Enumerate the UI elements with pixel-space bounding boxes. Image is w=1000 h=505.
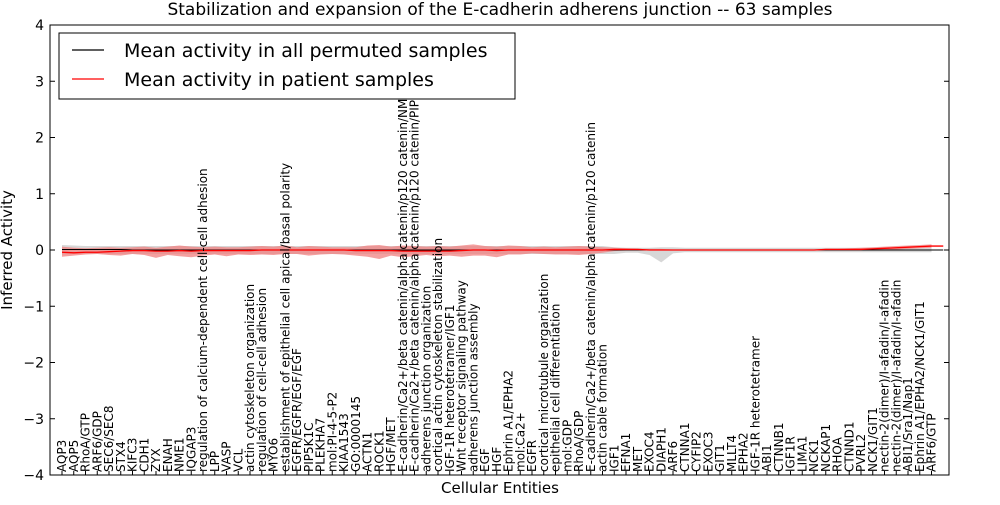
x-tick-label: PIP5K1C xyxy=(302,422,316,472)
series-line-patient xyxy=(61,245,944,254)
x-tick-label: SEC6/SEC8 xyxy=(102,406,116,472)
x-tick-label: mol:Ca2+ xyxy=(513,412,527,472)
x-tick-label: EGFR/EGFR/EGF/EGF xyxy=(290,348,304,472)
x-tick-label: E-cadherin/Ca2+/beta catenin/alpha caten… xyxy=(408,68,422,472)
x-tick-label: IGF1R xyxy=(784,436,798,472)
y-tick-label: −3 xyxy=(23,412,44,428)
x-tick-label: epithelial cell differentiation xyxy=(549,304,563,472)
x-tick-label: ARF6/GTP xyxy=(925,413,939,472)
x-tick-label: actin cable formation xyxy=(596,344,610,472)
x-tick-label: KIAA1543 xyxy=(337,413,351,472)
patient-confidence-band xyxy=(62,244,932,259)
x-tick-label: ENAH xyxy=(161,438,175,472)
x-tick-label: CTNND1 xyxy=(842,421,856,472)
x-tick-label: NCK1/GIT1 xyxy=(866,407,880,472)
x-tick-label: NCKAP1 xyxy=(819,424,833,472)
x-tick-label: nectin-2(dimer)/I-afadin/I-afadin xyxy=(889,280,903,472)
x-tick-label: KIFC3 xyxy=(126,438,140,472)
x-tick-label: cortical microtubule organization xyxy=(537,274,551,472)
y-axis-label: Inferred Activity xyxy=(0,190,16,310)
x-tick-label: DIAPH1 xyxy=(654,427,668,472)
x-tick-label: RHOA xyxy=(831,436,845,472)
x-tick-label: EFNA1 xyxy=(619,433,633,472)
x-tick-label: AQP5 xyxy=(67,440,81,472)
x-tick-label: regulation of cell-cell adhesion xyxy=(255,288,269,472)
x-tick-label: IGF1 xyxy=(607,445,621,472)
x-tick-label: ABI1 xyxy=(760,444,774,472)
y-tick-label: 2 xyxy=(35,131,44,147)
x-tick-labels: AQP3AQP5RhoA/GTPARF6/GDPSEC6/SEC8STX4KIF… xyxy=(55,68,939,475)
y-tick-label: 4 xyxy=(35,18,44,34)
legend-box xyxy=(58,32,516,100)
x-tick-label: CDH1 xyxy=(137,438,151,472)
x-tick-label: NME1 xyxy=(173,437,187,472)
x-axis-label: Cellular Entities xyxy=(441,479,559,497)
x-tick-label: mol:GDP xyxy=(560,420,574,472)
y-axis: 4 3 2 1 0 −1 −2 −3 −4 xyxy=(23,18,949,484)
x-tick-label: cortical actin cytoskeleton stabilizatio… xyxy=(431,238,445,472)
x-tick-label: EGF xyxy=(478,448,492,472)
x-tick-label: VASP xyxy=(220,441,234,472)
x-tick-label: LPP xyxy=(208,451,222,472)
x-tick-label: IGF-1R heterotetramer xyxy=(748,336,762,472)
x-tick-label: ZYX xyxy=(149,448,163,472)
x-tick-label: CTNNA1 xyxy=(678,422,692,472)
x-tick-label: adherens junction assembly xyxy=(466,303,480,472)
x-tick-label: NCK1 xyxy=(807,439,821,472)
x-tick-label: GIT1 xyxy=(713,444,727,472)
x-tick-label: RhoA/GDP xyxy=(572,411,586,472)
x-tick-label: ACTN1 xyxy=(361,432,375,472)
y-tick-label: 0 xyxy=(35,243,44,259)
y-tick-label: 1 xyxy=(35,187,44,203)
x-tick-label: MET xyxy=(631,446,645,472)
x-tick-label: VCL xyxy=(231,448,245,472)
x-tick-label: Ephrin A1/EPHA2/NCK1/GIT1 xyxy=(913,301,927,472)
x-tick-label: EXOC3 xyxy=(701,432,715,473)
x-tick-label: ABI1/Sra1/Nap1 xyxy=(901,377,915,472)
x-tick-label: Wnt receptor signaling pathway xyxy=(455,280,469,472)
x-tick-label: IGF-1R heterotetramer/IGF1 xyxy=(443,305,457,472)
y-tick-label: −4 xyxy=(23,468,44,484)
x-tick-label: regulation of calcium-dependent cell-cel… xyxy=(196,168,210,472)
x-tick-label: actin cytoskeleton organization xyxy=(243,284,257,472)
y-tick-label: −2 xyxy=(23,356,44,372)
x-tick-label: establishment of epithelial cell apical/… xyxy=(278,163,292,472)
x-tick-label: E-cadherin/Ca2+/beta catenin/alpha caten… xyxy=(584,122,598,472)
x-tick-label: GO:0000145 xyxy=(349,396,363,472)
x-tick-label: PLEKHA7 xyxy=(314,418,328,472)
x-tick-label: HGF/MET xyxy=(384,417,398,472)
legend: Mean activity in all permuted samples Me… xyxy=(58,32,516,100)
x-tick-label: mol:PI-4-5-P2 xyxy=(325,392,339,472)
chart-title: Stabilization and expansion of the E-cad… xyxy=(167,0,832,20)
x-tick-label: MLLT4 xyxy=(725,435,739,472)
x-tick-label: RhoA/GTP xyxy=(79,413,93,472)
x-tick-label: MYO6 xyxy=(267,438,281,472)
x-tick-label: EPHA2 xyxy=(737,432,751,472)
x-tick-label: ARF6 xyxy=(666,441,680,472)
x-tick-label: EGFR xyxy=(525,440,539,472)
x-tick-label: ARF6/GDP xyxy=(90,411,104,472)
x-tick-label: nectin-2(dimer)/I-afadin/I-afadin xyxy=(878,280,892,472)
x-tick-label: EXOC4 xyxy=(643,432,657,473)
x-tick-label: IQGAP3 xyxy=(184,427,198,472)
x-tick-label: CTNNB1 xyxy=(772,422,786,472)
x-tick-label: ROCK1 xyxy=(372,430,386,472)
x-tick-label: adherens junction organization xyxy=(419,286,433,472)
x-tick-label: LIMA1 xyxy=(795,436,809,472)
y-tick-label: 3 xyxy=(35,74,44,90)
legend-label-patient: Mean activity in patient samples xyxy=(124,69,434,91)
x-tick-label: CYFIP2 xyxy=(690,431,704,472)
x-tick-label: E-cadherin/Ca2+/beta catenin/alpha caten… xyxy=(396,83,410,472)
x-tick-label: Ephrin A1/EPHA2 xyxy=(502,370,516,472)
legend-label-permuted: Mean activity in all permuted samples xyxy=(124,40,487,62)
x-tick-label: PVRL2 xyxy=(854,434,868,472)
x-tick-label: STX4 xyxy=(114,441,128,472)
x-tick-label: AQP3 xyxy=(55,440,69,472)
plot-area xyxy=(61,244,944,263)
x-tick-label: HGF xyxy=(490,447,504,472)
y-tick-label: −1 xyxy=(23,299,44,315)
